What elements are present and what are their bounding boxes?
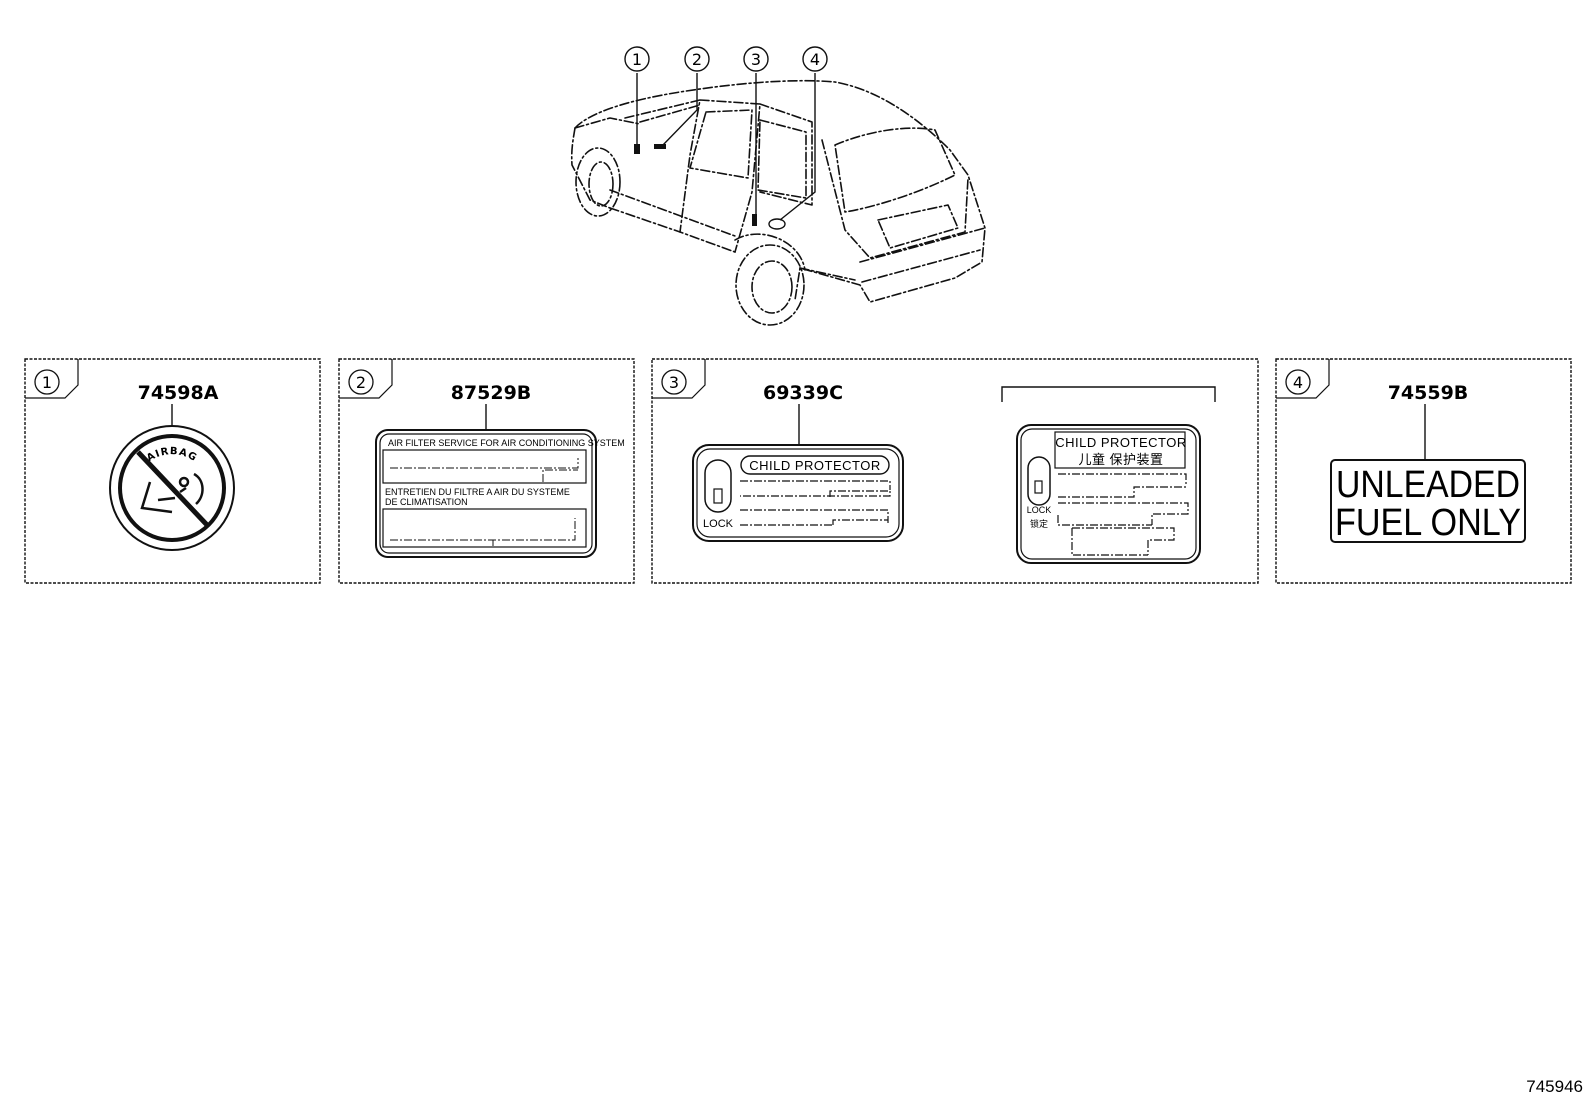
- marker-label-2: [654, 144, 666, 149]
- unleaded-text: UNLEADED: [1336, 464, 1520, 506]
- svg-text:2: 2: [356, 373, 366, 392]
- panel-2-index: 2: [348, 369, 374, 395]
- vehicle-rear-bumper: [859, 227, 986, 283]
- panel-4-index: 4: [1285, 369, 1311, 395]
- panel-1: 1 74598A AIRBAG: [24, 358, 321, 584]
- vehicle-front-wheel: [575, 147, 621, 217]
- vehicle-rear-hatch: [821, 139, 969, 259]
- lock-text-cn: 锁定: [1030, 518, 1048, 529]
- panel-2: 2 87529B AIR FILTER SERVICE FOR AIR COND…: [338, 358, 635, 584]
- rear-facing-seat-icon: [140, 472, 204, 514]
- vehicle-illustration: [570, 79, 986, 326]
- air-filter-text-en: AIR FILTER SERVICE FOR AIR CONDITIONING …: [388, 438, 625, 448]
- air-filter-label: AIR FILTER SERVICE FOR AIR CONDITIONING …: [375, 429, 625, 558]
- svg-text:4: 4: [1293, 373, 1303, 392]
- air-filter-text-fr-2: DE CLIMATISATION: [385, 497, 468, 507]
- callouts: 1 2 3 4: [624, 46, 828, 72]
- vehicle-rear-window: [834, 127, 956, 213]
- svg-text:3: 3: [751, 50, 761, 69]
- child-protector-title: CHILD PROTECTOR: [749, 458, 881, 473]
- marker-label-1: [634, 144, 640, 154]
- vehicle-lower-body: [609, 189, 856, 281]
- part-number-87529B: 87529B: [451, 382, 532, 404]
- svg-text:2: 2: [692, 50, 702, 69]
- vehicle-rear-wheel: [734, 233, 806, 326]
- svg-text:1: 1: [42, 373, 52, 392]
- callout-3: 3: [743, 46, 769, 72]
- panel-3-index: 3: [661, 369, 687, 395]
- panel-1-index: 1: [34, 369, 60, 395]
- part-number-74559B: 74559B: [1388, 382, 1469, 404]
- svg-text:4: 4: [810, 50, 820, 69]
- lock-text-b: LOCK: [1027, 505, 1052, 515]
- part-number-69339C: 69339C: [763, 382, 843, 404]
- marker-label-3: [752, 214, 757, 226]
- region-bracket: [1001, 386, 1216, 402]
- child-protector-subtitle-cn: 儿童 保护装置: [1078, 452, 1163, 467]
- child-protector-label-cn: CHILD PROTECTOR 儿童 保护装置 LOCK 锁定: [1016, 424, 1201, 564]
- svg-text:1: 1: [632, 50, 642, 69]
- unleaded-fuel-label: UNLEADED FUEL ONLY: [1330, 459, 1526, 544]
- vehicle-roof-outline: [574, 79, 986, 303]
- panel-4: 4 74559B UNLEADED FUEL ONLY: [1275, 358, 1572, 584]
- marker-label-4: [768, 218, 786, 230]
- panel-3: 3 69339C CHILD PROTECTOR LOCK CHILD PROT…: [651, 358, 1259, 584]
- callout-1: 1: [624, 46, 650, 72]
- svg-text:3: 3: [669, 373, 679, 392]
- part-number-74598A: 74598A: [138, 382, 219, 404]
- fuel-only-text: FUEL ONLY: [1335, 502, 1521, 544]
- lock-switch-icon-b: [1027, 456, 1051, 506]
- air-filter-text-fr-1: ENTRETIEN DU FILTRE A AIR DU SYSTEME: [385, 487, 570, 497]
- callout-leader-lines: [636, 73, 816, 221]
- airbag-label: AIRBAG: [109, 425, 235, 551]
- prohibited-slash: [136, 450, 210, 528]
- callout-4: 4: [802, 46, 828, 72]
- lock-text: LOCK: [703, 518, 734, 530]
- vehicle-hood: [570, 117, 641, 209]
- child-protector-title-b: CHILD PROTECTOR: [1055, 435, 1187, 450]
- lock-switch-icon: [704, 459, 732, 513]
- diagram-code: 745946: [1526, 1077, 1583, 1096]
- callout-2: 2: [684, 46, 710, 72]
- child-protector-label-en: CHILD PROTECTOR LOCK: [692, 444, 904, 542]
